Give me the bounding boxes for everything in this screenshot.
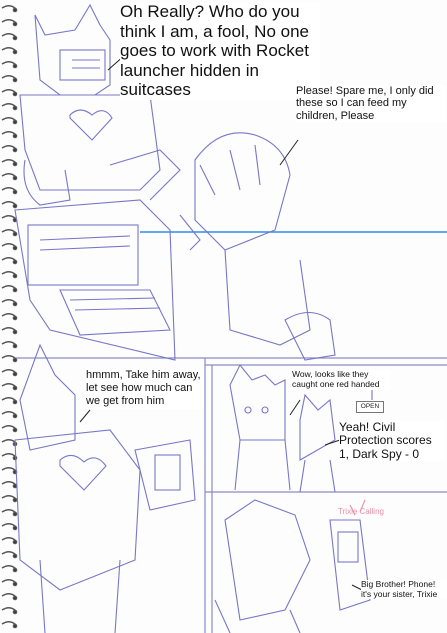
robot-mid-figure bbox=[14, 343, 196, 633]
speech-bubble-tails: Wow, looks like they caught one red hand… bbox=[292, 369, 390, 390]
binding-hole bbox=[12, 497, 18, 503]
binding-hole bbox=[12, 161, 18, 167]
suitcase bbox=[14, 199, 176, 361]
speech-bubble-fox: Yeah! Civil Protection scores 1, Dark Sp… bbox=[339, 420, 445, 462]
open-sign: OPEN bbox=[356, 401, 384, 413]
binding-hole bbox=[12, 623, 18, 629]
binding-hole bbox=[12, 259, 18, 265]
speech-bubble-robot-mid: hmmm, Take him away, let see how much ca… bbox=[86, 369, 204, 409]
speech-bubble-phone: Big Brother! Phone! it's your sister, Tr… bbox=[361, 579, 447, 600]
binding-hole bbox=[12, 147, 18, 153]
binding-hole bbox=[12, 105, 18, 111]
binding-hole bbox=[12, 553, 18, 559]
binding-hole bbox=[12, 427, 18, 433]
binding-hole bbox=[12, 581, 18, 587]
spiral-binding bbox=[1, 5, 18, 629]
speech-bubble-robot-top: Oh Really? Who do you think I am, a fool… bbox=[120, 2, 320, 100]
binding-hole bbox=[12, 511, 18, 517]
pointer-lines bbox=[79, 54, 363, 591]
binding-hole bbox=[12, 567, 18, 573]
binding-hole bbox=[12, 483, 18, 489]
speech-bubble-kneeling: Please! Spare me, I only did these so I … bbox=[296, 85, 446, 122]
binding-hole bbox=[12, 609, 18, 615]
binding-hole bbox=[12, 119, 18, 125]
binding-hole bbox=[12, 35, 18, 41]
binding-hole bbox=[12, 21, 18, 27]
binding-hole bbox=[12, 245, 18, 251]
binding-hole bbox=[12, 595, 18, 601]
binding-hole bbox=[12, 49, 18, 55]
binding-hole bbox=[12, 315, 18, 321]
binding-hole bbox=[12, 91, 18, 97]
binding-hole bbox=[12, 7, 18, 13]
tails-figure bbox=[229, 363, 291, 491]
binding-hole bbox=[12, 273, 18, 279]
binding-hole bbox=[12, 399, 18, 405]
phone-caller-text: Trixie Calling bbox=[338, 507, 384, 516]
binding-hole bbox=[12, 525, 18, 531]
binding-hole bbox=[12, 63, 18, 69]
binding-hole bbox=[12, 77, 18, 83]
kneeling-figure bbox=[179, 132, 336, 361]
binding-hole bbox=[12, 175, 18, 181]
binding-hole bbox=[12, 329, 18, 335]
binding-hole bbox=[12, 371, 18, 377]
panel-borders bbox=[16, 357, 447, 633]
binding-hole bbox=[12, 287, 18, 293]
binding-hole bbox=[12, 231, 18, 237]
binding-hole bbox=[12, 343, 18, 349]
binding-hole bbox=[12, 539, 18, 545]
binding-hole bbox=[12, 203, 18, 209]
binding-hole bbox=[12, 385, 18, 391]
phone-scene bbox=[214, 499, 371, 633]
binding-hole bbox=[12, 189, 18, 195]
binding-hole bbox=[12, 357, 18, 363]
binding-hole bbox=[12, 413, 18, 419]
binding-hole bbox=[12, 301, 18, 307]
binding-hole bbox=[12, 133, 18, 139]
